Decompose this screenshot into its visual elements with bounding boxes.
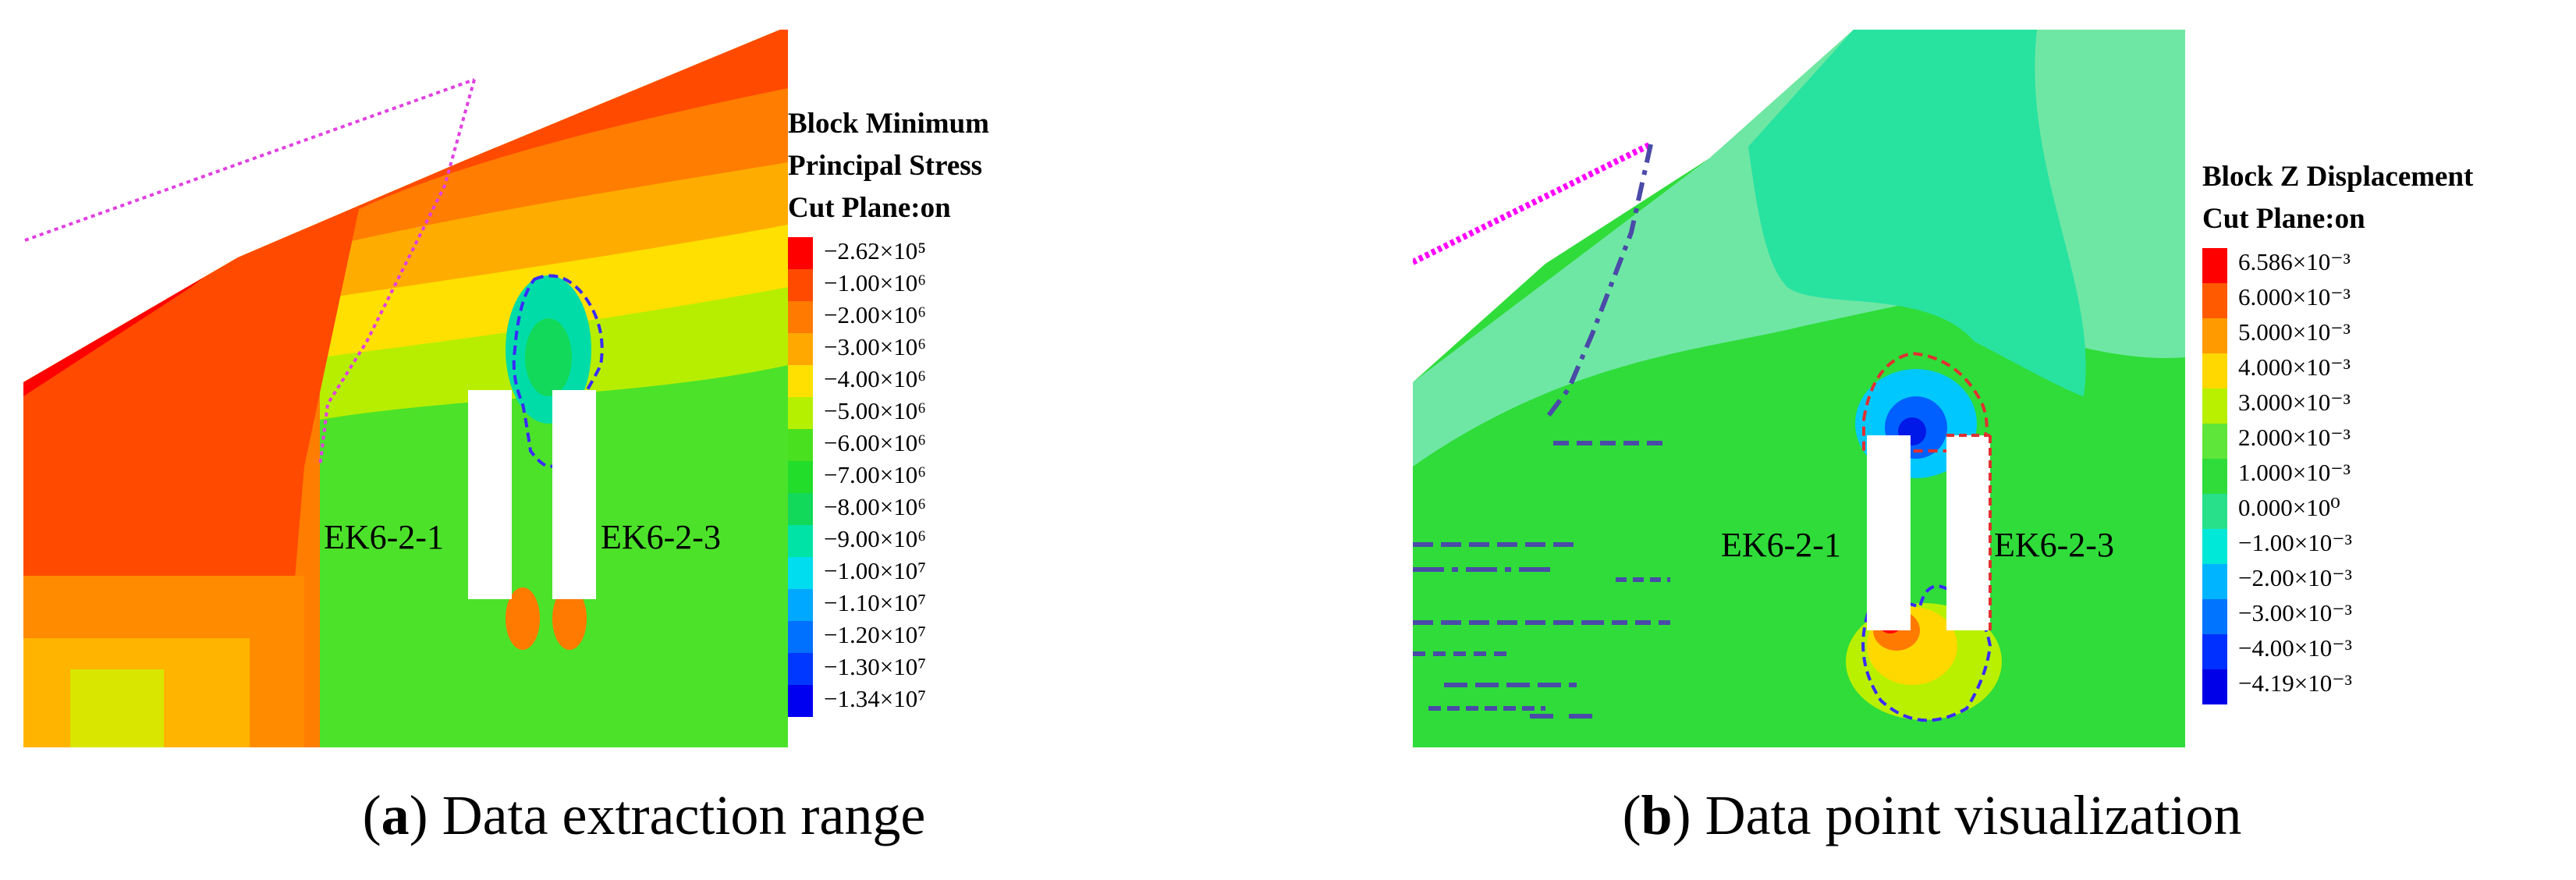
legend-title-line-3: Cut Plane:on bbox=[788, 192, 951, 224]
slope-line-magenta bbox=[24, 78, 475, 242]
legend-tick-label: 3.000×10⁻³ bbox=[2238, 389, 2351, 416]
legend-tick-label: −1.10×10⁷ bbox=[824, 589, 927, 616]
legend-swatch bbox=[2202, 248, 2227, 283]
legend-swatch bbox=[788, 653, 813, 685]
legend-tick-label: −8.00×10⁶ bbox=[824, 493, 927, 520]
legend-tick-label: −1.34×10⁷ bbox=[824, 685, 927, 712]
legend-swatch bbox=[788, 301, 813, 333]
legend-tick-label: −1.30×10⁷ bbox=[824, 653, 927, 680]
legend-swatch bbox=[788, 525, 813, 557]
legend-tick-label: −9.00×10⁶ bbox=[824, 525, 927, 552]
legend-swatch bbox=[2202, 599, 2227, 634]
legend-swatch bbox=[788, 397, 813, 429]
legend-tick-label: −1.00×10⁻³ bbox=[2238, 529, 2352, 556]
legend-tick-label: 5.000×10⁻³ bbox=[2238, 318, 2351, 346]
displacement-contour-plot: EK6-2-1 EK6-2-3 bbox=[1413, 30, 2185, 747]
legend-swatch bbox=[2202, 353, 2227, 389]
legend-swatch bbox=[788, 589, 813, 621]
legend-swatch bbox=[2202, 283, 2227, 318]
legend-swatch bbox=[788, 621, 813, 653]
stress-legend-scale: −2.62×10⁵ −1.00×10⁶ −2.00×10⁶ −3.00×10⁶ −4.0… bbox=[788, 237, 989, 717]
label-ek6-2-1: EK6-2-1 bbox=[324, 518, 444, 556]
panel-b-z-displacement: EK6-2-1 EK6-2-3 Block Z Displacement Cut… bbox=[1288, 0, 2576, 880]
legend-tick-label: −2.62×10⁵ bbox=[824, 237, 927, 264]
stress-legend: Block Minimum Principal Stress Cut Plane… bbox=[788, 103, 989, 717]
displacement-legend-scale: 6.586×10⁻³ 6.000×10⁻³ 5.000×10⁻³ 4.000×10⁻³… bbox=[2202, 248, 2473, 704]
legend-swatch bbox=[788, 269, 813, 301]
legend-swatch bbox=[2202, 494, 2227, 529]
legend-tick-label: −6.00×10⁶ bbox=[824, 429, 927, 456]
legend-tick-label: −4.19×10⁻³ bbox=[2238, 669, 2352, 697]
caption-b: (b) Data point visualization bbox=[1622, 784, 2242, 846]
caption-text: Data point visualization bbox=[1705, 784, 2242, 846]
caption-a: (a) Data extraction range bbox=[362, 784, 926, 846]
tunnel-ek6-2-1 bbox=[1867, 435, 1911, 630]
stress-zone-pillar-foot-right bbox=[552, 587, 587, 650]
legend-tick-label: 6.000×10⁻³ bbox=[2238, 283, 2351, 310]
legend-swatch bbox=[788, 429, 813, 461]
legend-tick-label: −5.00×10⁶ bbox=[824, 397, 927, 424]
legend-tick-label: −1.20×10⁷ bbox=[824, 621, 927, 648]
legend-swatch bbox=[2202, 459, 2227, 494]
legend-swatch bbox=[2202, 529, 2227, 564]
legend-tick-label: −2.00×10⁻³ bbox=[2238, 564, 2352, 591]
legend-swatch bbox=[788, 365, 813, 397]
legend-tick-label: −4.00×10⁶ bbox=[824, 365, 927, 392]
disp-zone-light bbox=[1748, 30, 2086, 396]
legend-swatch bbox=[788, 461, 813, 493]
legend-swatch bbox=[2202, 424, 2227, 459]
legend-swatch bbox=[788, 685, 813, 717]
tunnel-ek6-2-3 bbox=[1946, 435, 1990, 630]
joint-traces-lower-left bbox=[1413, 441, 1670, 719]
legend-swatch bbox=[2202, 669, 2227, 704]
legend-title-line-2: Principal Stress bbox=[788, 150, 983, 182]
caption-letter: b bbox=[1641, 784, 1673, 846]
legend-title-line-1: Block Minimum bbox=[788, 108, 989, 140]
displacement-legend: Block Z Displacement Cut Plane:on 6.586×… bbox=[2202, 156, 2473, 704]
legend-tick-label: 4.000×10⁻³ bbox=[2238, 353, 2351, 381]
legend-tick-label: −7.00×10⁶ bbox=[824, 461, 927, 488]
legend-tick-label: −1.00×10⁷ bbox=[824, 557, 927, 584]
label-ek6-2-3: EK6-2-3 bbox=[601, 518, 721, 556]
legend-tick-label: −4.00×10⁻³ bbox=[2238, 634, 2352, 662]
label-ek6-2-1: EK6-2-1 bbox=[1721, 526, 1841, 564]
stress-zone-pillar-foot-left bbox=[506, 587, 540, 650]
boundary-floor bbox=[1861, 584, 1992, 722]
legend-title-line-2: Cut Plane:on bbox=[2202, 203, 2365, 235]
tunnel-ek6-2-1 bbox=[468, 390, 512, 599]
legend-tick-label: 0.000×10⁰ bbox=[2238, 494, 2340, 521]
legend-tick-label: 6.586×10⁻³ bbox=[2238, 248, 2351, 275]
legend-swatch bbox=[788, 333, 813, 365]
caption-letter: a bbox=[381, 784, 410, 846]
legend-swatch bbox=[2202, 634, 2227, 669]
panel-a-minimum-principal-stress: EK6-2-1 EK6-2-3 Block Minimum Principal … bbox=[23, 30, 989, 846]
legend-title-line-1: Block Z Displacement bbox=[2202, 161, 2474, 193]
caption-text: Data extraction range bbox=[442, 784, 926, 846]
legend-swatch bbox=[2202, 389, 2227, 424]
joint-trace bbox=[1543, 144, 1653, 421]
stress-zone-bottom-patch bbox=[70, 669, 164, 747]
legend-tick-label: −1.00×10⁶ bbox=[824, 269, 927, 296]
legend-tick-label: −3.00×10⁶ bbox=[824, 333, 927, 360]
legend-tick-label: −2.00×10⁶ bbox=[824, 301, 927, 328]
legend-tick-label: 2.000×10⁻³ bbox=[2238, 424, 2351, 451]
legend-swatch bbox=[788, 557, 813, 589]
label-ek6-2-3: EK6-2-3 bbox=[1994, 526, 2114, 564]
legend-swatch bbox=[2202, 318, 2227, 353]
legend-tick-label: 1.000×10⁻³ bbox=[2238, 459, 2351, 486]
legend-swatch bbox=[2202, 564, 2227, 599]
legend-tick-label: −3.00×10⁻³ bbox=[2238, 599, 2352, 626]
legend-swatch bbox=[788, 237, 813, 269]
stress-contour-plot: EK6-2-1 EK6-2-3 bbox=[23, 30, 788, 747]
legend-swatch bbox=[788, 493, 813, 525]
tunnel-ek6-2-3 bbox=[552, 390, 596, 599]
slope-line-magenta bbox=[1413, 141, 1652, 265]
